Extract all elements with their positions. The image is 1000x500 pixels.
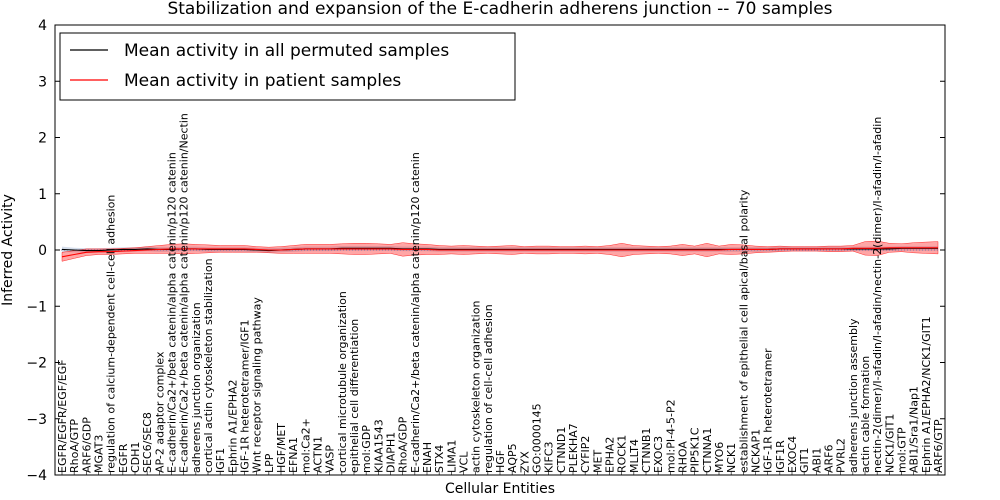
legend: Mean activity in all permuted samples Me…	[59, 32, 516, 101]
legend-box	[59, 32, 516, 101]
entity-label: mol:GTP	[896, 427, 909, 473]
y-axis-label: Inferred Activity	[0, 194, 16, 306]
entity-label: adherens junction organization	[190, 302, 203, 473]
entity-label: CTNNB1	[640, 428, 653, 473]
entity-label: EXOC3	[652, 436, 665, 473]
entity-label: mol:PI-4-5-P2	[664, 399, 677, 473]
entity-label: PLEKHA7	[567, 423, 580, 473]
y-tick-label: 4	[38, 18, 47, 34]
entity-label: PVRL2	[835, 438, 848, 473]
entity-label: RHOA	[677, 441, 690, 473]
entity-label: EGFR	[117, 443, 130, 473]
entity-label: HGF	[494, 450, 507, 473]
entity-label: ABI1	[810, 448, 823, 473]
entity-label: cortical actin cytoskeleton stabilizatio…	[202, 258, 215, 473]
entity-label: ZYX	[518, 451, 531, 473]
entity-label: EGFR/EGFR/EGF/EGF	[56, 359, 69, 473]
entity-label: ABI1/Sra1/Nap1	[908, 386, 921, 473]
entity-label: ARF6/GTP	[932, 419, 945, 473]
entity-label: EFNA1	[287, 437, 300, 473]
entity-label: HGF/MET	[275, 423, 288, 473]
y-tick-label: 0	[38, 243, 47, 259]
entity-label: actin cytoskeleton organization	[470, 301, 483, 473]
entity-label: GO:0000145	[531, 403, 544, 473]
y-tick-label: 1	[38, 187, 47, 203]
y-tick-label: 3	[38, 74, 47, 90]
entity-label: ROCK1	[616, 435, 629, 473]
entity-label: RhoA/GDP	[397, 416, 410, 473]
entity-label: ACTN1	[312, 436, 325, 473]
series-lines	[55, 247, 945, 258]
entity-label: KIFC3	[543, 442, 556, 473]
y-tick-label: 2	[38, 131, 47, 147]
y-tick-label: −3	[26, 412, 47, 428]
entity-label: SEC6/SEC8	[141, 412, 154, 473]
entity-label: Wnt receptor signaling pathway	[251, 297, 264, 473]
entity-label: MLLT4	[628, 439, 641, 473]
legend-label-permuted: Mean activity in all permuted samples	[124, 41, 449, 61]
entity-label: adherens junction assembly	[847, 318, 860, 473]
entity-label: EPHA2	[604, 437, 617, 473]
confidence-bands	[61, 240, 939, 262]
entity-label: E-cadherin/Ca2+/beta catenin/alpha caten…	[409, 152, 422, 473]
y-tick-label: −4	[26, 468, 47, 484]
entity-label: KIAA1543	[372, 419, 385, 473]
entity-label: IGF1R	[774, 440, 787, 473]
entity-label: NCK1/GIT1	[883, 414, 896, 473]
entity-label: STX4	[433, 445, 446, 473]
entity-label: IGF1	[214, 448, 227, 473]
entity-label: mol:Ca2+	[299, 418, 312, 473]
entity-label: LIMA1	[445, 440, 458, 473]
y-ticks: −4 −3 −2 −1 0 1 2 3 4	[26, 18, 945, 484]
entity-label: GIT1	[798, 448, 811, 474]
entity-label: epithelial cell differentiation	[348, 319, 361, 473]
y-tick-label: −2	[26, 356, 47, 372]
entity-label: CTNND1	[555, 427, 568, 473]
entity-label: PIP5K1C	[689, 427, 702, 473]
entity-label: IGF-1R heterotetramer/IGF1	[239, 320, 252, 474]
entity-label: Ephrin A1/EPHA2	[226, 379, 239, 473]
entity-label: NCKAP1	[750, 429, 763, 473]
entity-label: Ephrin A1/EPHA2/NCK1/GIT1	[920, 316, 933, 473]
entity-label: CTNNA1	[701, 428, 714, 473]
entity-label: IGF-1R heterotetramer	[762, 348, 775, 473]
entity-label: AQP5	[506, 443, 519, 473]
entity-label: E-cadherin/Ca2+/beta catenin/alpha caten…	[166, 152, 179, 473]
entity-label: ENAH	[421, 442, 434, 473]
x-axis-label: Cellular Entities	[445, 481, 555, 497]
entity-label: RhoA/GTP	[68, 419, 81, 473]
entity-label: DIAPH1	[385, 432, 398, 473]
entity-label: MGAT3	[93, 435, 106, 473]
entity-label: ARF6	[823, 445, 836, 474]
entity-label: regulation of cell-cell adhesion	[482, 304, 495, 473]
entity-label: cortical microtubule organization	[336, 291, 349, 473]
entity-label: nectin-2(dimer)/I-afadin/I-afadin/nectin…	[871, 117, 884, 473]
entity-label: MET	[591, 450, 604, 473]
legend-label-patient: Mean activity in patient samples	[124, 71, 401, 91]
entity-label: regulation of calcium-dependent cell-cel…	[105, 195, 118, 473]
entity-label: mol:GDP	[360, 425, 373, 473]
entity-label: EXOC4	[786, 436, 799, 473]
entity-label: AP-2 adaptor complex	[153, 351, 166, 473]
confidence-band	[61, 240, 939, 262]
entity-label: CDH1	[129, 442, 142, 473]
series-line-patient	[61, 247, 938, 258]
entity-label: VASP	[324, 445, 337, 473]
entity-label: actin cable formation	[859, 356, 872, 473]
chart-title: Stabilization and expansion of the E-cad…	[167, 0, 832, 19]
y-tick-label: −1	[26, 299, 47, 315]
entity-label: MYO6	[713, 442, 726, 473]
entity-label: ARF6/GDP	[80, 417, 93, 473]
entity-label: NCK1	[725, 443, 738, 473]
entity-label: establishment of epithelial cell apical/…	[737, 189, 750, 473]
plot-frame	[54, 24, 946, 476]
entity-label: LPP	[263, 453, 276, 473]
entity-label: CYFIP2	[579, 436, 592, 473]
entity-label: E-cadherin/Ca2+/beta catenin/alpha caten…	[178, 113, 191, 473]
entity-label: VCL	[458, 451, 471, 473]
